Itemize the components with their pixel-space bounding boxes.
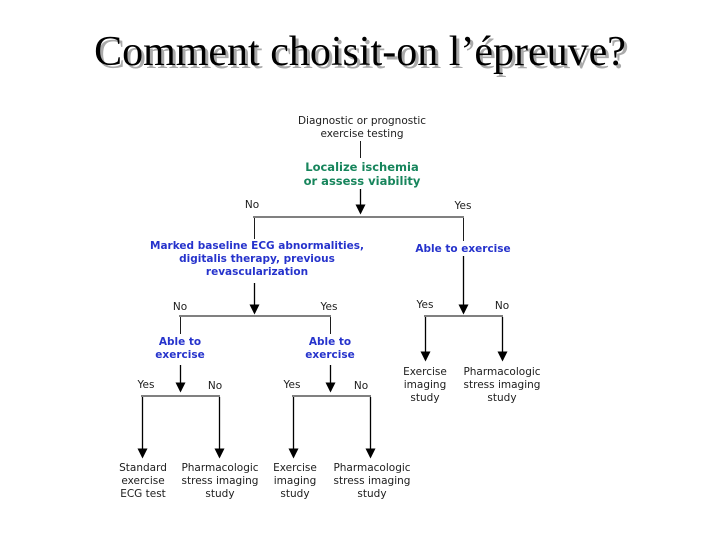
edge-label-mid-no: No	[172, 301, 188, 313]
edge-label-left-no: No	[207, 380, 223, 392]
edge-label-mid-yes: Yes	[320, 301, 338, 313]
node-localize-goal: Localize ischemia or assess viability	[303, 160, 421, 188]
edge-label-right-yes: Yes	[416, 299, 434, 311]
edge-label-mid2-no: No	[353, 380, 369, 392]
leaf-pharmacologic-stress-right: Pharmacologic stress imaging study	[463, 366, 541, 404]
edge-label-top-no: No	[244, 199, 260, 211]
leaf-standard-exercise-ecg-test: Standard exercise ECG test	[119, 462, 167, 500]
node-able-to-exercise-mid: Able to exercise	[305, 336, 355, 361]
leaf-exercise-imaging-study-right: Exercise imaging study	[403, 366, 447, 404]
leaf-pharmacologic-stress-left: Pharmacologic stress imaging study	[181, 462, 259, 500]
node-root: Diagnostic or prognostic exercise testin…	[297, 115, 427, 140]
node-ecg-abnormalities: Marked baseline ECG abnormalities, digit…	[150, 240, 364, 278]
node-able-to-exercise-left: Able to exercise	[155, 336, 205, 361]
leaf-exercise-imaging-study-mid: Exercise imaging study	[273, 462, 317, 500]
edge-label-right-no: No	[494, 300, 510, 312]
edge-label-left-yes: Yes	[137, 379, 155, 391]
edge-label-top-yes: Yes	[454, 200, 472, 212]
leaf-pharmacologic-stress-mid: Pharmacologic stress imaging study	[333, 462, 411, 500]
connector-stubs	[180, 141, 464, 334]
flow-arrows	[137, 189, 508, 459]
slide-title: Comment choisit-on l’épreuve?	[94, 29, 626, 75]
node-able-to-exercise-right: Able to exercise	[415, 243, 511, 255]
branch-bars	[141, 216, 503, 397]
edge-label-mid2-yes: Yes	[283, 379, 301, 391]
